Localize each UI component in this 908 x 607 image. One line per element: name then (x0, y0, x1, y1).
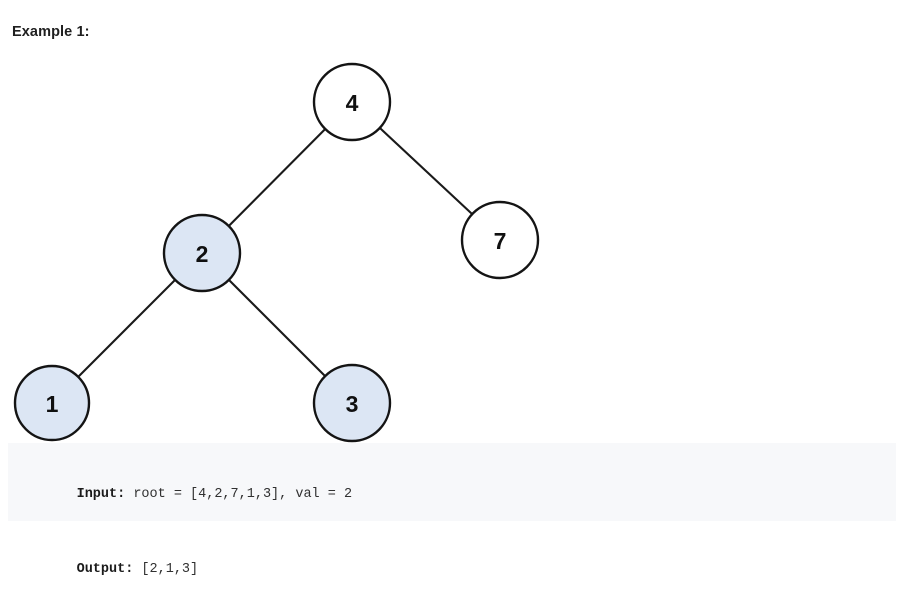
binary-tree-diagram: 4 2 7 1 3 (0, 48, 908, 448)
tree-node-label-1: 1 (46, 391, 59, 417)
example-code-block: Input: root = [4,2,7,1,3], val = 2 Outpu… (8, 443, 896, 577)
tree-nodes: 4 2 7 1 3 (13, 62, 540, 443)
tree-edges (77, 126, 474, 378)
tree-node-label-4: 4 (346, 90, 359, 116)
tree-edge-left-to-left-right (227, 278, 327, 378)
output-value: [2,1,3] (133, 562, 199, 577)
tree-node-circle-4 (312, 62, 392, 142)
output-label: Output: (76, 562, 134, 577)
input-value: root = [4,2,7,1,3], val = 2 (125, 487, 353, 502)
tree-node-3: 3 (312, 363, 392, 443)
input-label: Input: (76, 487, 126, 502)
tree-edge-left-to-left-left (77, 278, 177, 378)
tree-node-label-3: 3 (346, 391, 359, 417)
tree-node-1: 1 (13, 364, 91, 442)
code-line-input: Input: root = [4,2,7,1,3], val = 2 (28, 457, 896, 532)
tree-node-circle-2 (162, 213, 242, 293)
tree-node-7: 7 (460, 200, 540, 280)
tree-edge-root-to-right (378, 126, 474, 216)
tree-node-circle-1 (13, 364, 91, 442)
tree-node-label-2: 2 (196, 241, 209, 267)
tree-node-label-7: 7 (494, 228, 507, 254)
tree-node-2: 2 (162, 213, 242, 293)
tree-node-circle-3 (312, 363, 392, 443)
binary-tree-svg: 4 2 7 1 3 (13, 62, 540, 443)
tree-edge-root-to-left (227, 127, 327, 228)
page-title: Example 1: (12, 24, 90, 40)
tree-node-circle-7 (460, 200, 540, 280)
example-panel: Example 1: 4 2 7 1 3 Input: root = [4,2,7,1,… (0, 24, 908, 577)
code-line-output: Output: [2,1,3] (28, 532, 896, 607)
tree-node-4: 4 (312, 62, 392, 142)
